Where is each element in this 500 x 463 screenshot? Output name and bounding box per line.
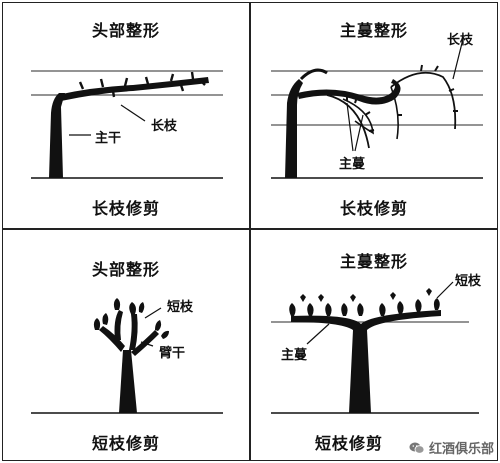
cordon-trunk bbox=[291, 310, 441, 413]
panel-caption: 短枝修剪 bbox=[91, 434, 160, 453]
label-cane: 长枝 bbox=[151, 119, 178, 134]
panel-cordon-training-cane-pruning: 主蔓整形 长枝 主蔓 长枝修剪 bbox=[250, 2, 498, 229]
panel-title: 主蔓整形 bbox=[339, 21, 408, 40]
trunk bbox=[119, 350, 137, 413]
cane bbox=[390, 71, 457, 130]
cordon bbox=[297, 79, 401, 105]
label-cordon: 主蔓 bbox=[281, 348, 308, 363]
label-leader bbox=[144, 307, 162, 319]
spurs bbox=[93, 298, 169, 339]
spurs bbox=[289, 298, 440, 316]
label-leader bbox=[354, 114, 364, 152]
buds bbox=[78, 71, 206, 98]
panel-caption: 短枝修剪 bbox=[314, 434, 383, 453]
cane bbox=[326, 94, 370, 149]
watermark: 红酒俱乐部 bbox=[409, 438, 494, 457]
trunk bbox=[49, 93, 65, 178]
label-leader bbox=[306, 323, 330, 345]
panel-caption: 长枝修剪 bbox=[339, 199, 408, 218]
cane bbox=[57, 77, 209, 101]
panel-caption: 长枝修剪 bbox=[91, 199, 160, 218]
label-cane: 长枝 bbox=[447, 33, 474, 48]
cane bbox=[390, 86, 399, 140]
panel-title: 主蔓整形 bbox=[339, 252, 408, 271]
label-leader bbox=[346, 102, 354, 152]
label-leader bbox=[452, 38, 464, 80]
label-leader bbox=[120, 104, 146, 122]
buds bbox=[346, 64, 458, 132]
buds bbox=[300, 288, 432, 302]
vine-illustration bbox=[271, 281, 479, 414]
panel-cordon-training-spur-pruning: 主蔓整形 短枝 主蔓 短枝修剪 bbox=[250, 229, 498, 461]
vine-illustration bbox=[271, 38, 483, 179]
label-leader bbox=[140, 341, 154, 347]
label-trunk: 主干 bbox=[95, 131, 122, 146]
wechat-icon bbox=[409, 442, 425, 454]
arm bbox=[99, 326, 125, 352]
vine-illustration bbox=[31, 298, 223, 414]
label-spur: 短枝 bbox=[167, 300, 194, 315]
label-leader bbox=[436, 281, 454, 299]
panel-head-training-spur-pruning: 头部整形 短枝 臂干 短枝修剪 bbox=[2, 229, 250, 461]
panel-title: 头部整形 bbox=[91, 260, 160, 279]
arm bbox=[114, 310, 123, 340]
vine-illustration bbox=[31, 70, 223, 179]
cane bbox=[299, 68, 328, 81]
panel-head-training-cane-pruning: 头部整形 长枝 主干 长枝修剪 bbox=[2, 2, 250, 229]
label-spur: 短枝 bbox=[455, 274, 482, 289]
panel-title: 头部整形 bbox=[91, 21, 160, 40]
trunk bbox=[285, 79, 303, 178]
arm bbox=[129, 314, 138, 350]
label-arm: 臂干 bbox=[159, 346, 186, 361]
cane bbox=[342, 98, 374, 135]
watermark-text: 红酒俱乐部 bbox=[428, 442, 494, 457]
label-cordon: 主蔓 bbox=[339, 157, 366, 172]
